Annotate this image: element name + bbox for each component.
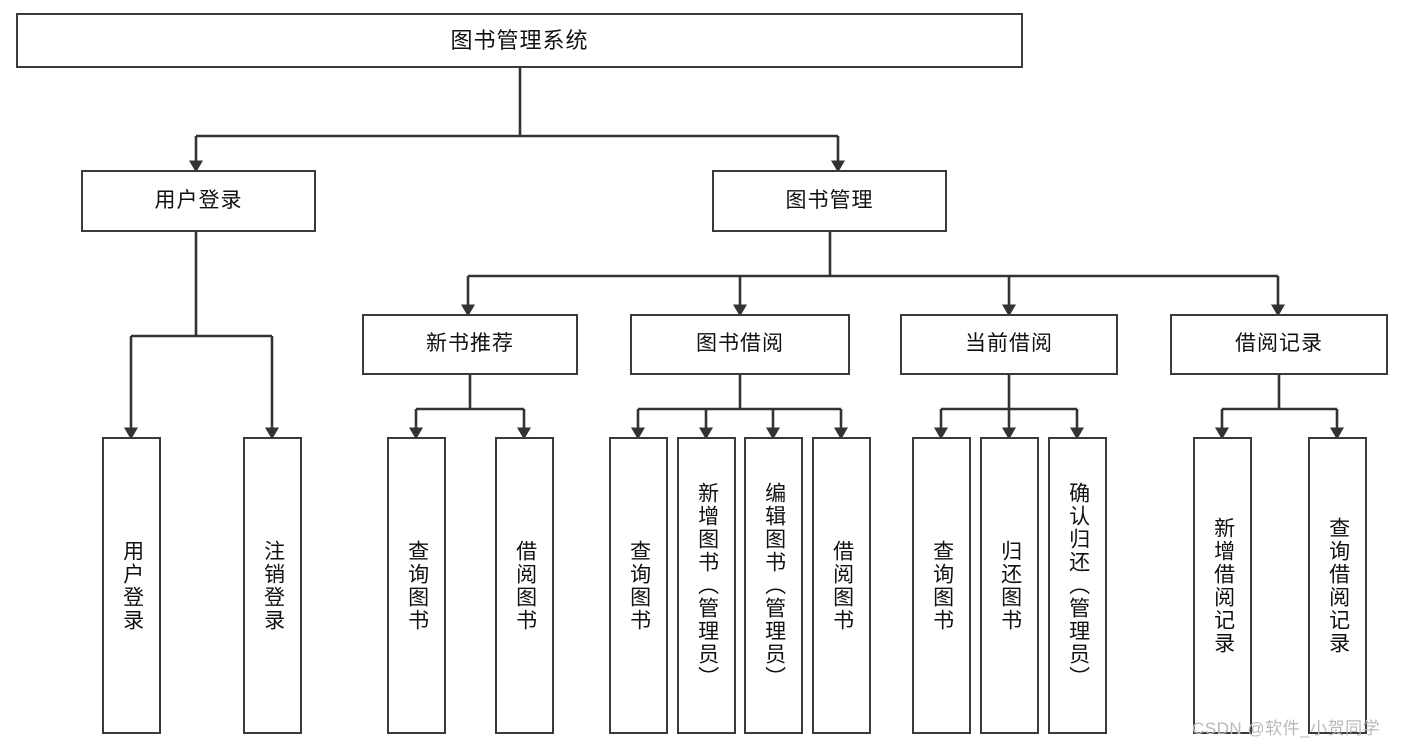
node-label: 查询图书	[405, 539, 429, 632]
leaf-return-books[interactable]: 归还图书	[980, 437, 1039, 734]
leaf-user-login[interactable]: 用户登录	[102, 437, 161, 734]
node-label: 注销登录	[261, 539, 285, 632]
node-label: 确认归还（管理员）	[1066, 482, 1090, 689]
node-label: 借阅图书	[830, 539, 854, 632]
leaf-borrow-books-borrow[interactable]: 借阅图书	[812, 437, 871, 734]
node-book-management[interactable]: 图书管理	[712, 170, 947, 232]
leaf-query-books-recommend[interactable]: 查询图书	[387, 437, 446, 734]
node-label: 查询图书	[930, 539, 954, 632]
node-borrow-records[interactable]: 借阅记录	[1170, 314, 1388, 375]
leaf-edit-book-admin[interactable]: 编辑图书（管理员）	[744, 437, 803, 734]
node-label: 用户登录	[120, 539, 144, 632]
node-label: 用户登录	[154, 188, 243, 212]
node-label: 借阅图书	[513, 539, 537, 632]
leaf-add-borrow-record[interactable]: 新增借阅记录	[1193, 437, 1252, 734]
node-book-management-system[interactable]: 图书管理系统	[16, 13, 1023, 68]
node-label: 新书推荐	[426, 332, 514, 356]
leaf-confirm-return-admin[interactable]: 确认归还（管理员）	[1048, 437, 1107, 734]
leaf-query-books-borrow[interactable]: 查询图书	[609, 437, 668, 734]
node-current-borrow[interactable]: 当前借阅	[900, 314, 1118, 375]
node-label: 借阅记录	[1235, 332, 1323, 356]
node-label: 查询图书	[627, 539, 651, 632]
node-label: 新增借阅记录	[1211, 516, 1235, 655]
csdn-watermark: CSDN @软件_小贺同学	[1192, 719, 1381, 738]
node-label: 查询借阅记录	[1326, 516, 1350, 655]
leaf-query-books-current[interactable]: 查询图书	[912, 437, 971, 734]
node-book-borrow[interactable]: 图书借阅	[630, 314, 850, 375]
leaf-query-borrow-record[interactable]: 查询借阅记录	[1308, 437, 1367, 734]
node-new-book-recommend[interactable]: 新书推荐	[362, 314, 578, 375]
node-label: 图书管理	[785, 188, 874, 212]
node-user-login[interactable]: 用户登录	[81, 170, 316, 232]
leaf-borrow-books-recommend[interactable]: 借阅图书	[495, 437, 554, 734]
node-label: 编辑图书（管理员）	[762, 482, 786, 689]
node-label: 归还图书	[998, 539, 1022, 632]
node-label: 新增图书（管理员）	[695, 482, 719, 689]
node-label: 图书管理系统	[450, 27, 589, 53]
node-label: 当前借阅	[965, 332, 1053, 356]
leaf-logout-login[interactable]: 注销登录	[243, 437, 302, 734]
node-label: 图书借阅	[696, 332, 784, 356]
leaf-add-book-admin[interactable]: 新增图书（管理员）	[677, 437, 736, 734]
